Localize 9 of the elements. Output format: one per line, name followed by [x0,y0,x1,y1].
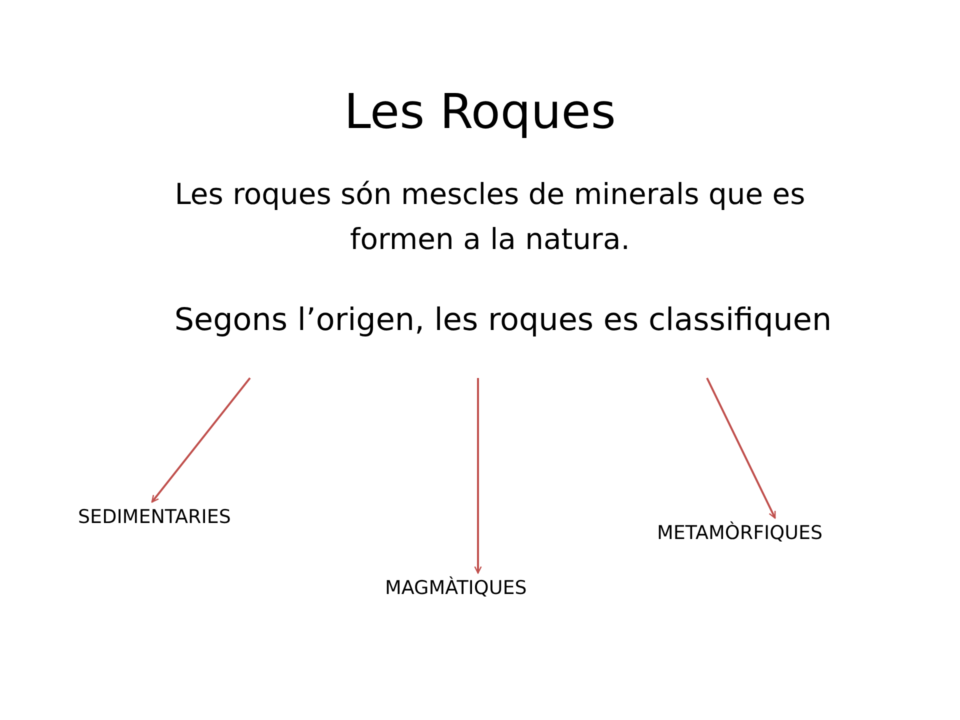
title: Les Roques [343,83,617,142]
category-label: MAGMÀTIQUES [385,577,527,599]
arrow [151,377,251,503]
arrow [706,378,776,519]
description-text: Les roques són mescles de minerals que es formen a la natura. [174,176,806,258]
classification-text: Segons l’origen, les roques es classifiquen [78,302,928,378]
category-label: METAMÒRFIQUES [657,522,823,544]
arrow [474,378,482,574]
category-label: SEDIMENTARIES [78,506,231,528]
